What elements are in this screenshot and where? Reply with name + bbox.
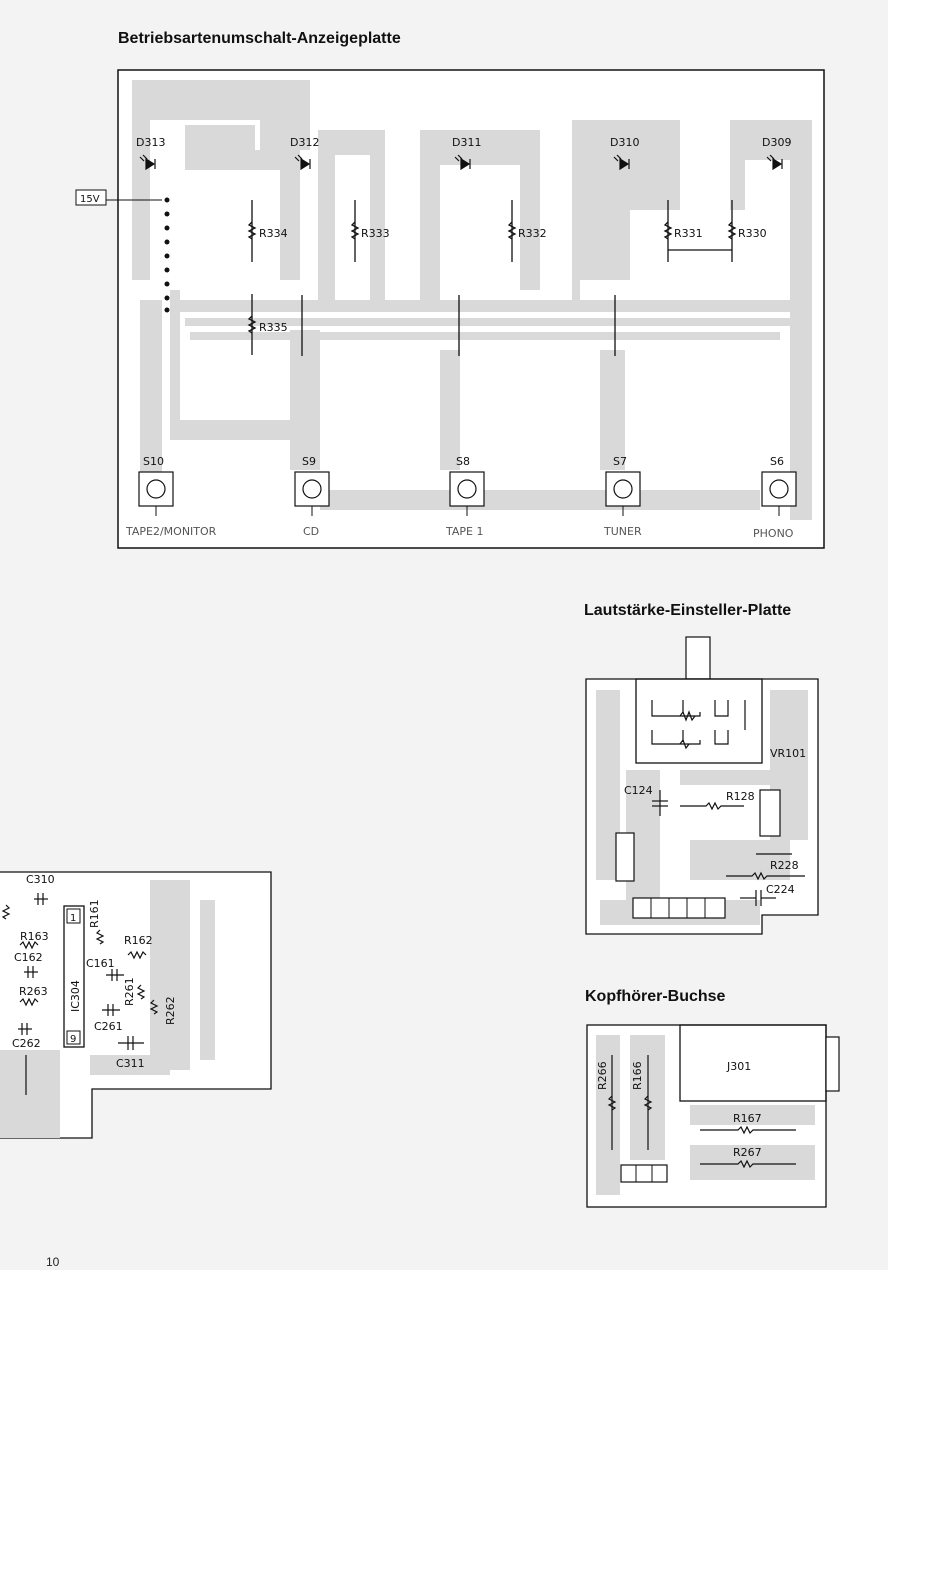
resistor-horizontal-symbols <box>700 1125 796 1169</box>
switch-id-s7: S7 <box>613 455 627 468</box>
switch-s9: S9 CD <box>294 455 330 538</box>
resistor-label-r334: R334 <box>259 227 288 240</box>
volume-board-connector <box>632 897 726 919</box>
capacitor-label-c262: C262 <box>12 1037 41 1050</box>
pot-symbol <box>651 700 746 750</box>
volume-connector-pins <box>650 898 706 918</box>
resistor-label-r331: R331 <box>674 227 703 240</box>
connector-pins <box>164 197 170 313</box>
resistor-r128-symbol <box>680 789 781 837</box>
led-icon <box>294 154 311 171</box>
resistor-label-r262: R262 <box>164 996 177 1025</box>
resistor-label-r333: R333 <box>361 227 390 240</box>
led-label-d313: D313 <box>136 136 165 149</box>
switch-id-s6: S6 <box>770 455 784 468</box>
switch-label-tape1: TAPE 1 <box>445 525 483 538</box>
led-icon <box>613 154 630 171</box>
switch-label-tuner: TUNER <box>603 525 642 538</box>
capacitor-label-c224: C224 <box>766 883 795 896</box>
volume-board-pad <box>615 832 635 882</box>
pot-body <box>635 678 763 764</box>
ic-pin9-label: 9 <box>70 1034 76 1045</box>
resistor-label-r161: R161 <box>88 899 101 928</box>
capacitor-label-c161: C161 <box>86 957 115 970</box>
resistor-label-r167: R167 <box>733 1112 762 1125</box>
partial-board: C310 R163 C162 R263 C262 1 9 IC304 R161 … <box>0 871 272 1139</box>
switch-s7: S7 TUNER <box>603 455 642 538</box>
resistor-label-r162: R162 <box>124 934 153 947</box>
led-icon <box>454 154 471 171</box>
led-label-d309: D309 <box>762 136 791 149</box>
switch-id-s10: S10 <box>143 455 164 468</box>
resistor-label-r261: R261 <box>123 977 136 1006</box>
voltage-label-box <box>75 189 107 206</box>
resistor-label-r332: R332 <box>518 227 547 240</box>
resistor-label-r263: R263 <box>19 985 48 998</box>
capacitor-label-c162: C162 <box>14 951 43 964</box>
ic-label-ic304: IC304 <box>69 980 82 1012</box>
pot-shaft <box>685 636 711 680</box>
main-board-title: Betriebsartenumschalt-Anzeigeplatte <box>118 30 401 47</box>
volume-board-title: Lautstärke-Einsteller-Platte <box>584 602 792 619</box>
headphone-board-copper <box>596 1035 815 1195</box>
partial-board-copper <box>0 880 215 1138</box>
resistor-label-r163: R163 <box>20 930 49 943</box>
jack-socket <box>825 1036 840 1092</box>
main-board: D313 D312 D311 D310 D309 15V <box>75 69 825 549</box>
capacitor-c124-symbol <box>652 790 668 816</box>
switch-knob-icon <box>146 479 166 499</box>
capacitor-label-c124: C124 <box>624 784 653 797</box>
resistor-label-r266: R266 <box>596 1061 609 1090</box>
switch-label-phono: PHONO <box>753 527 794 540</box>
capacitor-c224-symbol <box>740 890 776 906</box>
led-label-d312: D312 <box>290 136 319 149</box>
switch-label-cd: CD <box>303 525 319 538</box>
switch-label-tape2-monitor: TAPE2/MONITOR <box>125 525 217 538</box>
volume-board-copper <box>596 690 808 925</box>
capacitor-label-c311: C311 <box>116 1057 145 1070</box>
switch-knob-icon <box>302 479 322 499</box>
headphone-connector-pins <box>635 1165 653 1182</box>
headphone-board-connector <box>620 1164 668 1183</box>
switch-knob-icon <box>769 479 789 499</box>
switch-id-s9: S9 <box>302 455 316 468</box>
resistor-vertical-symbols <box>607 1055 653 1150</box>
voltage-label: 15V <box>80 194 100 205</box>
partial-board-symbols <box>1 893 159 1095</box>
led-icon <box>139 154 156 171</box>
resistor-r228-symbol <box>726 871 805 881</box>
switch-group: S10 TAPE2/MONITOR S9 CD S8 TAPE 1 <box>125 455 797 540</box>
led-label-d310: D310 <box>610 136 639 149</box>
resistor-label-r166: R166 <box>631 1061 644 1090</box>
resistor-label-r228: R228 <box>770 859 799 872</box>
jack-label-j301: J301 <box>726 1060 751 1073</box>
switch-id-s8: S8 <box>456 455 470 468</box>
resistor-label-r267: R267 <box>733 1146 762 1159</box>
volume-board: VR101 C124 R128 R228 C224 <box>585 636 819 935</box>
led-group: D313 D312 D311 D310 D309 <box>136 136 791 171</box>
led-label-d311: D311 <box>452 136 481 149</box>
resistor-label-r330: R330 <box>738 227 767 240</box>
ic304-body <box>63 905 85 1048</box>
resistor-label-r335: R335 <box>259 321 288 334</box>
ic-pin1-box <box>66 908 81 924</box>
switch-s8: S8 TAPE 1 <box>445 455 485 538</box>
headphone-board: J301 R266 R166 R167 R267 <box>586 1024 840 1208</box>
resistor-symbols <box>247 200 737 356</box>
switch-s6: S6 PHONO <box>753 455 797 540</box>
capacitor-label-c310: C310 <box>26 873 55 886</box>
switch-s10: S10 TAPE2/MONITOR <box>125 455 217 538</box>
main-board-copper <box>132 80 812 520</box>
switch-knob-icon <box>457 479 477 499</box>
headphone-board-title: Kopfhörer-Buchse <box>585 988 726 1005</box>
pot-label-vr101: VR101 <box>770 747 806 760</box>
page-number: 10 <box>46 1255 60 1269</box>
ic-pin1-label: 1 <box>70 913 76 924</box>
capacitor-label-c261: C261 <box>94 1020 123 1033</box>
led-icon <box>766 154 783 171</box>
switch-knob-icon <box>613 479 633 499</box>
resistor-label-r128: R128 <box>726 790 755 803</box>
ic-pin9-box <box>66 1030 81 1045</box>
